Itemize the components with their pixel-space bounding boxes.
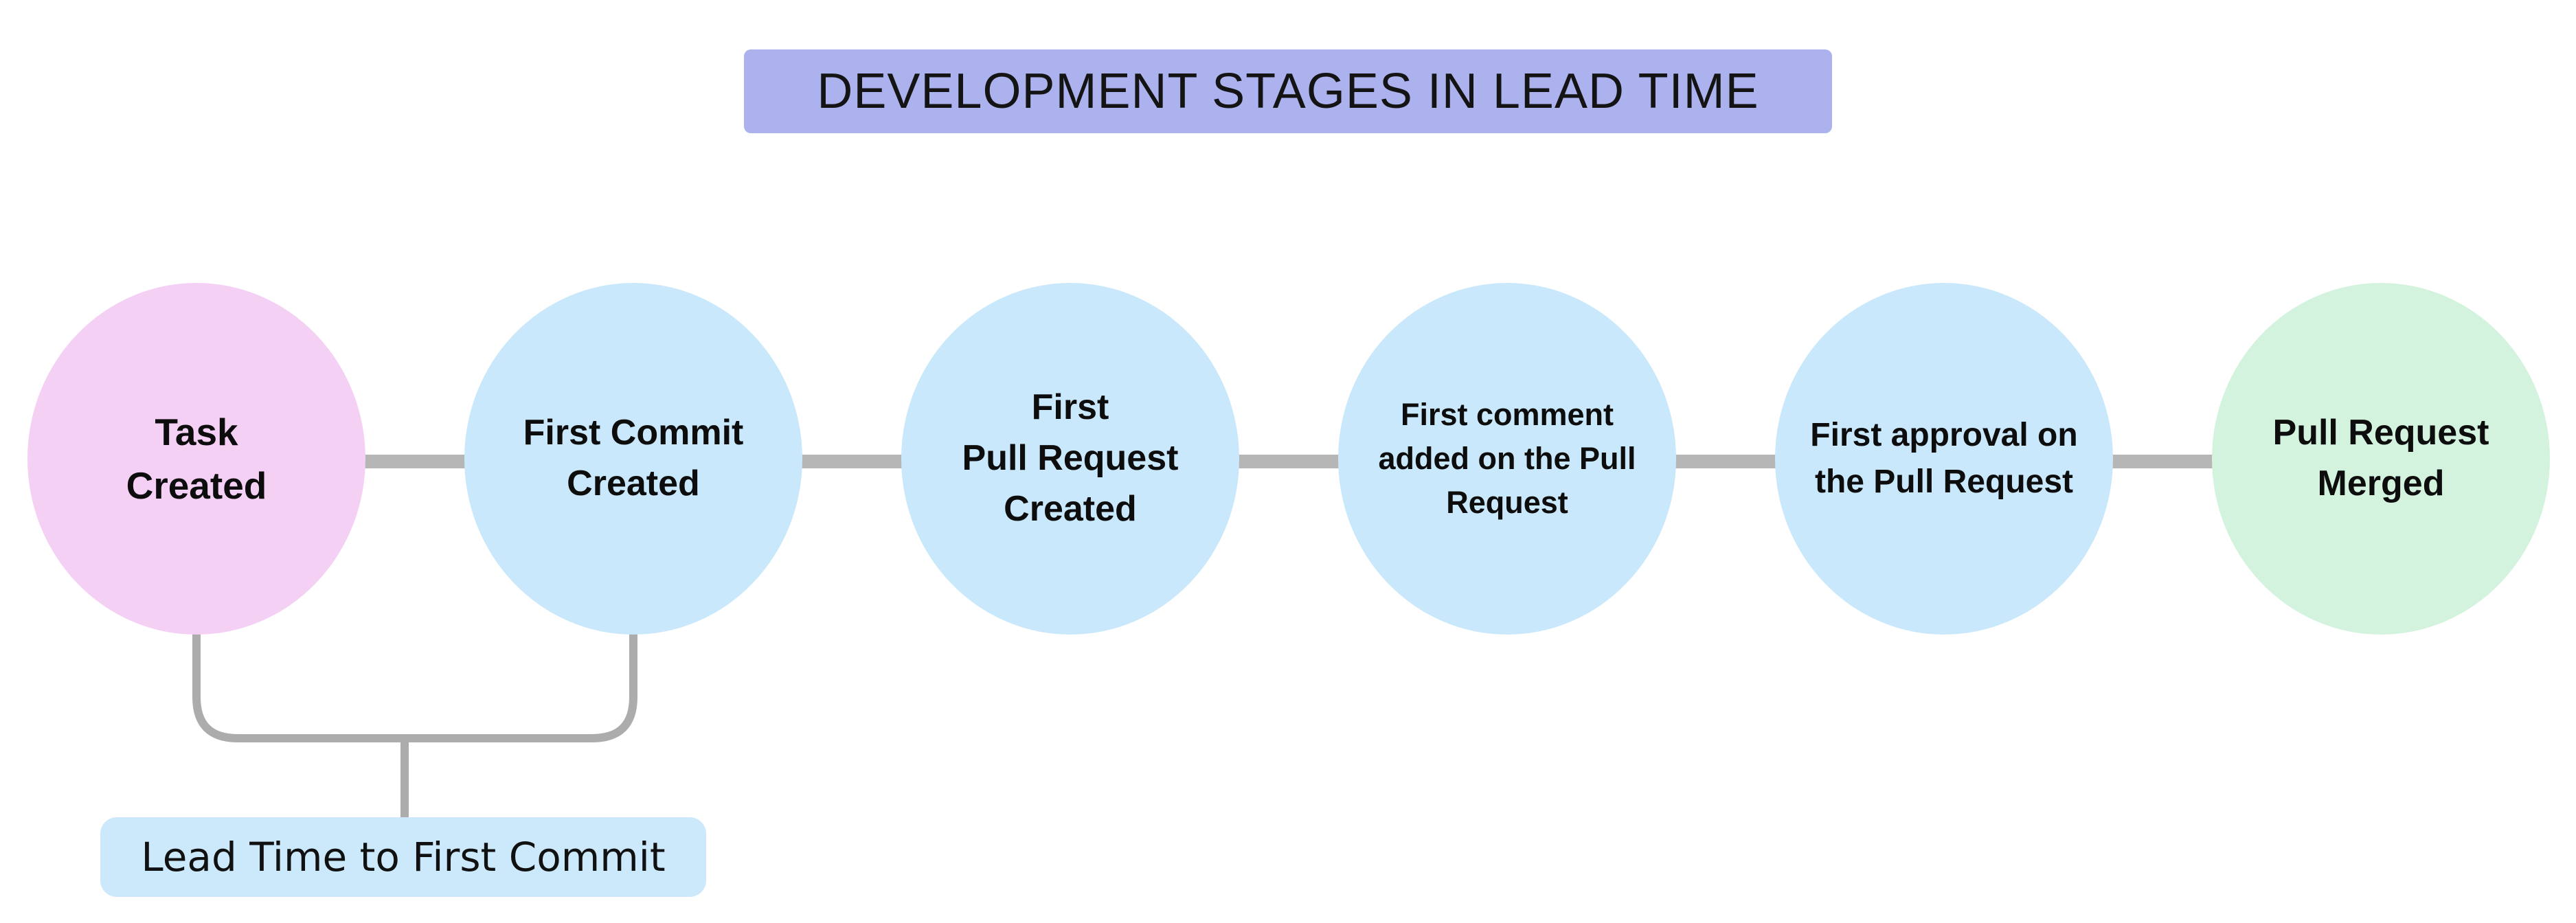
- stage-circle-first-pull-request-created: First Pull Request Created: [901, 283, 1239, 635]
- lead-time-annotation-text: Lead Time to First Commit: [141, 834, 666, 880]
- stage-circle-first-commit-created: First Commit Created: [464, 283, 802, 635]
- stage-label: First Commit Created: [523, 413, 744, 503]
- lead-time-annotation: Lead Time to First Commit: [100, 817, 706, 897]
- diagram-title: DEVELOPMENT STAGES IN LEAD TIME: [744, 49, 1832, 133]
- diagram-title-text: DEVELOPMENT STAGES IN LEAD TIME: [817, 64, 1759, 119]
- stage-label: Task Created: [126, 410, 267, 507]
- lead-time-bracket: [192, 628, 637, 742]
- stage-circle-first-comment-added: First comment added on the Pull Request: [1338, 283, 1676, 635]
- stage-label: First approval on the Pull Request: [1810, 416, 2078, 500]
- stage-circle-first-approval: First approval on the Pull Request: [1775, 283, 2113, 635]
- stage-label: First Pull Request Created: [962, 387, 1179, 529]
- stage-circle-task-created: Task Created: [27, 283, 365, 635]
- stage-circle-pull-request-merged: Pull Request Merged: [2212, 283, 2550, 635]
- stage-label: First comment added on the Pull Request: [1378, 397, 1636, 520]
- stage-label: Pull Request Merged: [2272, 413, 2489, 503]
